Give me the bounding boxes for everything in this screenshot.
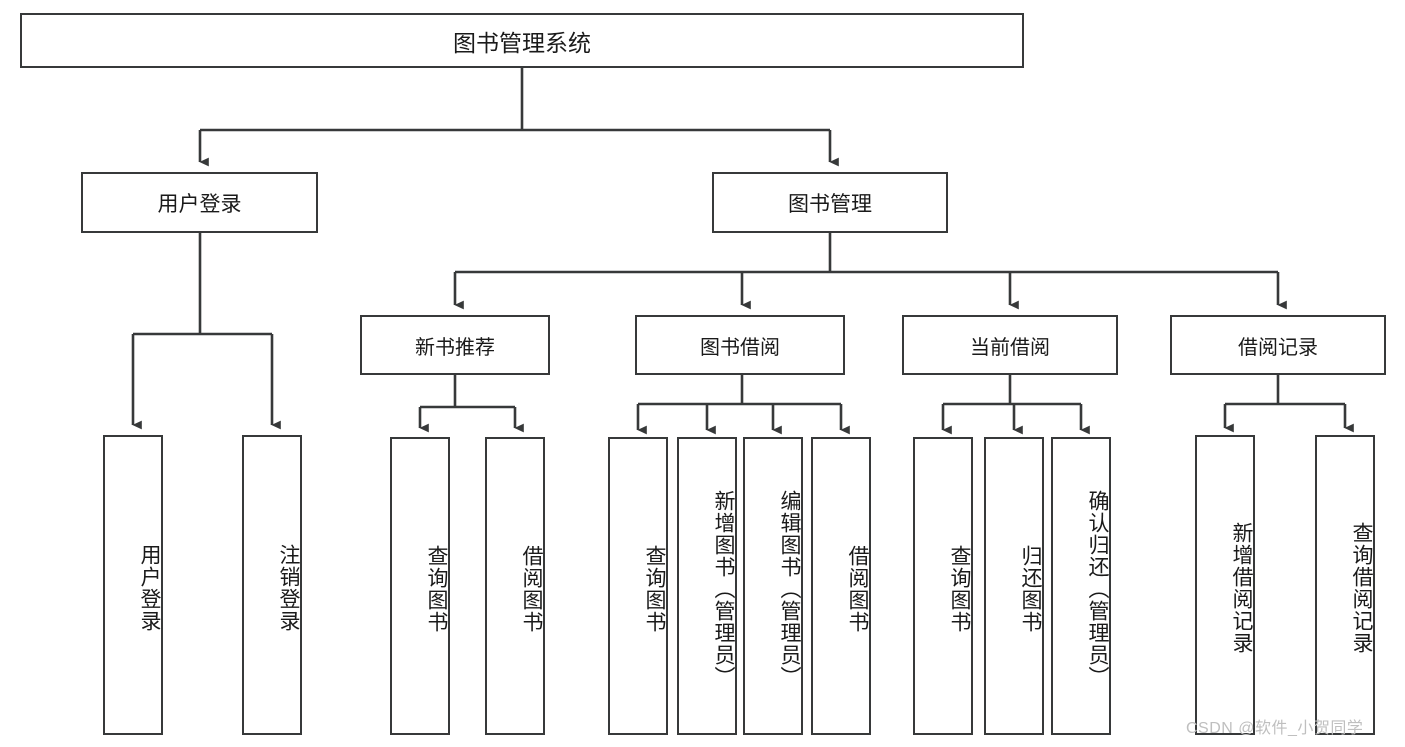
node-label: 归还图书 (1019, 545, 1042, 633)
leaf-current-borrow-query-books[interactable]: 查询图书 (913, 437, 973, 735)
node-label: 当前借阅 (970, 336, 1050, 359)
node-book-borrow[interactable]: 图书借阅 (635, 315, 845, 375)
leaf-current-borrow-confirm-return-admin[interactable]: 确认归还（管理员） (1051, 437, 1111, 735)
node-root-book-management-system[interactable]: 图书管理系统 (20, 13, 1024, 68)
leaf-new-book-borrow-books[interactable]: 借阅图书 (485, 437, 545, 735)
node-label: 查询图书 (643, 545, 666, 633)
node-label: 新增借阅记录 (1230, 522, 1253, 654)
node-label: 借阅记录 (1238, 336, 1318, 359)
node-label: 用户登录 (157, 192, 242, 216)
leaf-new-book-query-books[interactable]: 查询图书 (390, 437, 450, 735)
leaf-book-borrow-edit-book-admin[interactable]: 编辑图书（管理员） (743, 437, 803, 735)
node-label: 图书借阅 (700, 336, 780, 359)
leaf-borrow-record-add-record[interactable]: 新增借阅记录 (1195, 435, 1255, 735)
leaf-book-borrow-add-book-admin[interactable]: 新增图书（管理员） (677, 437, 737, 735)
node-borrow-record[interactable]: 借阅记录 (1170, 315, 1386, 375)
node-label: 注销登录 (277, 544, 300, 632)
leaf-book-borrow-query-books[interactable]: 查询图书 (608, 437, 668, 735)
node-label: 图书管理 (788, 192, 872, 216)
node-label: 查询图书 (425, 545, 448, 633)
leaf-user-login-signin[interactable]: 用户登录 (103, 435, 163, 735)
node-label: 编辑图书（管理员） (778, 490, 801, 688)
node-user-login[interactable]: 用户登录 (81, 172, 318, 233)
node-label: 确认归还（管理员） (1086, 490, 1109, 688)
node-current-borrow[interactable]: 当前借阅 (902, 315, 1118, 375)
node-label: 查询借阅记录 (1350, 522, 1373, 654)
node-book-management[interactable]: 图书管理 (712, 172, 948, 233)
node-label: 借阅图书 (846, 545, 869, 633)
node-label: 新增图书（管理员） (712, 490, 735, 688)
node-label: 查询图书 (948, 545, 971, 633)
leaf-borrow-record-query-record[interactable]: 查询借阅记录 (1315, 435, 1375, 735)
watermark: CSDN @软件_小贺同学 (1186, 720, 1364, 737)
node-label: 图书管理系统 (453, 29, 591, 56)
leaf-book-borrow-borrow-books[interactable]: 借阅图书 (811, 437, 871, 735)
node-label: 新书推荐 (415, 336, 495, 359)
node-label: 用户登录 (138, 544, 161, 632)
leaf-current-borrow-return-books[interactable]: 归还图书 (984, 437, 1044, 735)
node-new-book-recommend[interactable]: 新书推荐 (360, 315, 550, 375)
leaf-user-login-signout[interactable]: 注销登录 (242, 435, 302, 735)
node-label: 借阅图书 (520, 545, 543, 633)
